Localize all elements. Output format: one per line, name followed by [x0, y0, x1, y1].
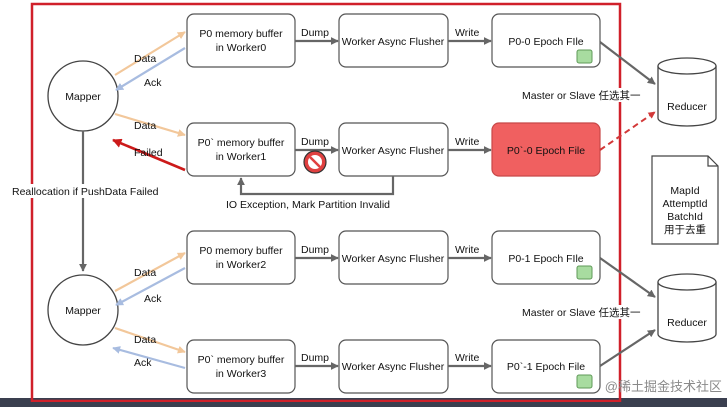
master-slave-label-bg-top: [520, 88, 652, 102]
write-label-row3: Write: [455, 352, 479, 364]
reducer-arrow-row1-dashed: [599, 111, 656, 151]
master-slave-label-bg-bottom: [520, 305, 652, 319]
write-label-row1: Write: [455, 136, 479, 148]
file-marker-row3: [576, 374, 593, 389]
note-line-2: BatchId: [667, 211, 703, 223]
buffer-line1-row0: P0 memory buffer: [199, 28, 283, 40]
epoch-file-label-row1: P0`-0 Epoch File: [507, 145, 585, 157]
buffer-line1-row1: P0` memory buffer: [198, 137, 285, 149]
reducer-label-bottom: Reducer: [667, 317, 707, 329]
master-slave-label-top: Master or Slave 任选其一: [522, 89, 641, 102]
dedup-note-fold: [707, 156, 718, 167]
ack-arrow-row2: [115, 267, 186, 306]
reducer-arrow-row2: [599, 257, 656, 298]
failed-label-row1: Failed: [134, 147, 163, 159]
write-label-row0: Write: [455, 27, 479, 39]
memory-buffer-box-row0: [186, 13, 296, 68]
ack-label-row0: Ack: [144, 77, 162, 89]
note-line-3: 用于去重: [664, 223, 706, 236]
reducer-node-bottom: [657, 273, 717, 343]
data-arrow-row3: [114, 326, 186, 354]
buffer-line2-row3: in Worker3: [216, 368, 267, 380]
ack-label-row2: Ack: [144, 293, 162, 305]
failed-arrow-row1: [112, 138, 186, 172]
flusher-label-row2: Worker Async Flusher: [342, 253, 445, 265]
epoch-file-box-row2: [491, 230, 601, 285]
watermark-text: @稀土掘金技术社区: [605, 379, 722, 394]
dedup-note: [651, 155, 719, 245]
mapper-node-bottom: [47, 274, 119, 346]
memory-buffer-box-row1: [186, 122, 296, 177]
data-label-row0: Data: [134, 53, 156, 65]
data-label-row2: Data: [134, 267, 156, 279]
file-marker-row0: [576, 49, 593, 64]
reducer-node-top: [657, 57, 717, 127]
ack-label-row3: Ack: [134, 357, 152, 369]
note-line-0: MapId: [670, 185, 699, 197]
reallocation-label-bg: [12, 184, 162, 198]
no-entry-icon: [303, 150, 327, 174]
master-slave-label-bottom: Master or Slave 任选其一: [522, 306, 641, 319]
flusher-label-row1: Worker Async Flusher: [342, 145, 445, 157]
dump-label-row0: Dump: [301, 27, 329, 39]
io-exception-arrow: [237, 176, 395, 196]
worker-frame: [30, 2, 622, 403]
buffer-line1-row3: P0` memory buffer: [198, 354, 285, 366]
data-arrow-row2: [114, 252, 186, 292]
flusher-label-row0: Worker Async Flusher: [342, 36, 445, 48]
ack-arrow-row3: [112, 346, 186, 370]
epoch-file-label-row3: P0`-1 Epoch File: [507, 361, 585, 373]
ack-arrow-row0: [115, 47, 186, 91]
dump-label-row1: Dump: [301, 136, 329, 148]
epoch-file-label-row2: P0-1 Epoch FIle: [508, 253, 583, 265]
reducer-arrow-row0: [599, 41, 656, 85]
buffer-line1-row2: P0 memory buffer: [199, 245, 283, 257]
reallocation-label: Reallocation if PushData Failed: [12, 186, 159, 198]
flusher-label-row3: Worker Async Flusher: [342, 361, 445, 373]
data-arrow-row0: [114, 31, 186, 76]
epoch-file-box-row3: [491, 339, 601, 394]
data-label-row1: Data: [134, 120, 156, 132]
reducer-label-top: Reducer: [667, 101, 707, 113]
memory-buffer-box-row2: [186, 230, 296, 285]
data-label-row3: Data: [134, 334, 156, 346]
write-label-row2: Write: [455, 244, 479, 256]
epoch-file-label-row0: P0-0 Epoch FIle: [508, 36, 583, 48]
note-line-1: AttemptId: [663, 198, 708, 210]
file-marker-row2: [576, 265, 593, 280]
dump-label-row3: Dump: [301, 352, 329, 364]
memory-buffer-box-row3: [186, 339, 296, 394]
epoch-file-box-row0: [491, 13, 601, 68]
buffer-line2-row2: in Worker2: [216, 259, 267, 271]
io-exception-label: IO Exception, Mark Partition Invalid: [226, 199, 390, 211]
dump-label-row2: Dump: [301, 244, 329, 256]
buffer-line2-row1: in Worker1: [216, 151, 267, 163]
mapper-label-bottom: Mapper: [65, 305, 101, 317]
reducer-arrow-row3: [599, 329, 656, 367]
buffer-line2-row0: in Worker0: [216, 42, 267, 54]
data-arrow-row1: [114, 112, 186, 137]
mapper-label-top: Mapper: [65, 91, 101, 103]
